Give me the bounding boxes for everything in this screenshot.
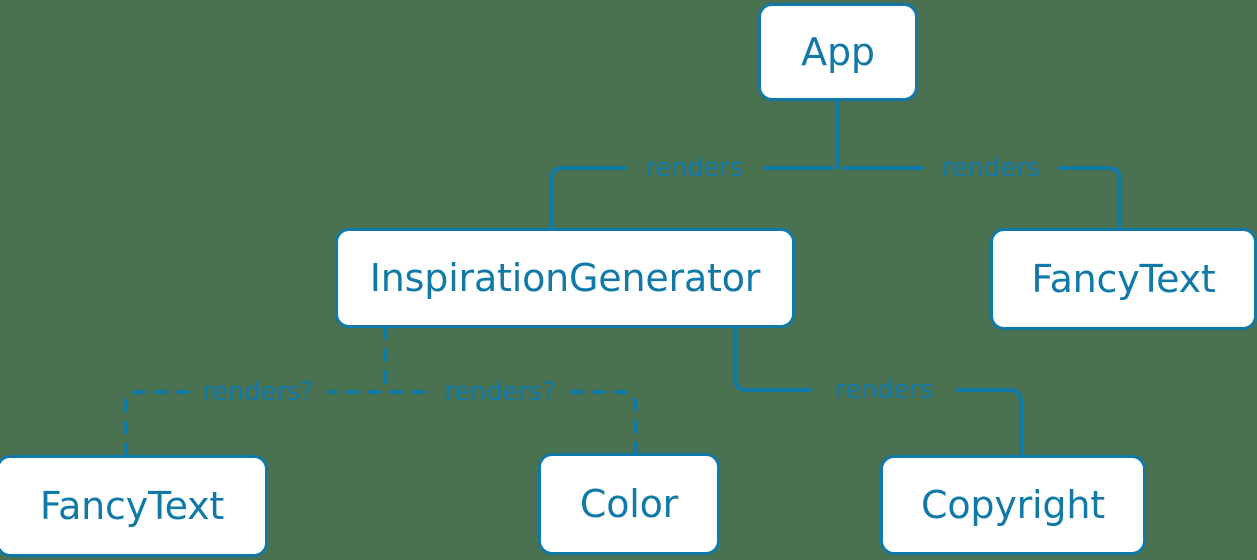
node-color-label: Color: [579, 482, 679, 526]
node-app[interactable]: App: [758, 3, 918, 101]
node-fancytext-bottom-label: FancyText: [39, 484, 225, 528]
edge-app-to-fancytext: [842, 166, 1122, 230]
edge-inspirationgenerator-to-color: [389, 390, 637, 455]
edge-inspirationgenerator-to-copyright: [733, 326, 1023, 457]
edge-label-inspirationgenerator-to-color: renders?: [444, 377, 556, 407]
edge-label-app-to-fancytext: renders: [942, 153, 1040, 183]
edge-label-app-to-inspirationgenerator: renders: [645, 153, 743, 183]
edge-app-to-inspirationgenerator: [549, 166, 834, 230]
node-app-label: App: [801, 30, 875, 74]
node-fancytext-right-label: FancyText: [1031, 257, 1216, 301]
node-color[interactable]: Color: [538, 453, 720, 555]
node-fancytext-bottom[interactable]: FancyText: [0, 455, 268, 557]
node-inspirationgenerator[interactable]: InspirationGenerator: [335, 228, 795, 328]
node-inspirationgenerator-label: InspirationGenerator: [369, 256, 761, 300]
edge-label-inspirationgenerator-to-fancytext: renders?: [202, 377, 314, 407]
node-fancytext-right[interactable]: FancyText: [990, 228, 1257, 330]
node-copyright[interactable]: Copyright: [880, 455, 1146, 555]
edge-inspirationgenerator-to-fancytext: [124, 390, 381, 457]
node-copyright-label: Copyright: [921, 483, 1105, 527]
edge-label-inspirationgenerator-to-copyright: renders: [835, 375, 933, 405]
